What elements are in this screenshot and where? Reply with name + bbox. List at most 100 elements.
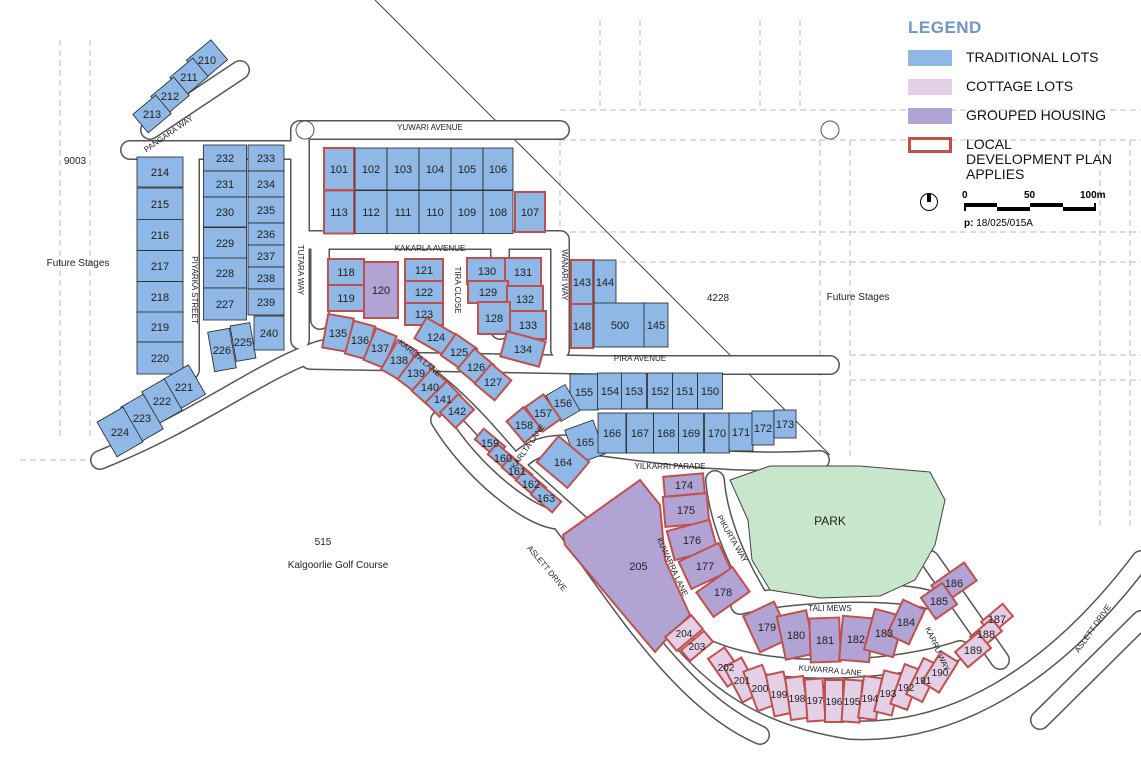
lot-number: 196 [826, 697, 843, 708]
lot-216[interactable] [136, 219, 184, 251]
lot-158[interactable] [505, 405, 543, 445]
lot-106[interactable] [482, 147, 514, 191]
lot-shape [207, 327, 237, 373]
lot-239[interactable] [247, 288, 285, 316]
lot-142[interactable] [438, 392, 476, 430]
lot-173[interactable] [773, 409, 797, 439]
lot-number: 172 [754, 423, 772, 435]
lot-224[interactable] [96, 406, 144, 458]
lot-150[interactable] [697, 372, 723, 410]
lot-154[interactable] [597, 372, 623, 410]
lot-number: 198 [789, 694, 806, 705]
lot-number: 183 [875, 628, 893, 640]
lot-number: 180 [787, 630, 805, 642]
lot-219[interactable] [136, 311, 184, 343]
lot-number: 213 [143, 109, 161, 121]
lot-153[interactable] [621, 372, 647, 410]
lot-170[interactable] [704, 412, 730, 454]
lot-119[interactable] [327, 284, 365, 312]
lot-number: 225 [234, 337, 252, 349]
lot-113[interactable] [323, 189, 355, 235]
lot-shape [96, 406, 144, 458]
lot-number: 140 [421, 382, 439, 394]
lot-number: 200 [752, 684, 769, 695]
lot-130[interactable] [466, 257, 508, 285]
lot-220[interactable] [136, 341, 184, 375]
lot-163[interactable] [529, 482, 563, 514]
lot-shape [919, 581, 959, 621]
lot-190[interactable] [920, 650, 960, 694]
lot-shape [482, 147, 514, 191]
lot-217[interactable] [136, 250, 184, 282]
lot-177[interactable] [677, 541, 733, 591]
lot-228[interactable] [203, 257, 247, 289]
lot-111[interactable] [386, 190, 420, 234]
lot-226[interactable] [207, 327, 237, 373]
lot-232[interactable] [203, 144, 247, 172]
lot-189[interactable] [953, 631, 993, 669]
lot-number: 154 [601, 386, 619, 398]
lot-number: 236 [257, 229, 275, 241]
lot-152[interactable] [647, 372, 673, 410]
lot-166[interactable] [597, 412, 627, 454]
lot-240[interactable] [253, 315, 285, 351]
lot-184[interactable] [885, 598, 927, 646]
lot-235[interactable] [247, 196, 285, 224]
lot-230[interactable] [203, 196, 247, 228]
lot-shape [663, 613, 705, 653]
scale-label-0: 0 [962, 190, 968, 201]
lot-213[interactable] [132, 94, 172, 134]
lot-number: 234 [257, 179, 275, 191]
lot-203[interactable] [679, 629, 715, 663]
lot-169[interactable] [678, 412, 704, 454]
lot-number: 211 [180, 72, 198, 84]
lot-227[interactable] [203, 287, 247, 321]
lot-107[interactable] [514, 191, 546, 233]
lot-225[interactable] [229, 322, 257, 362]
lot-164[interactable] [535, 434, 591, 490]
lot-number: 110 [426, 207, 444, 219]
lot-112[interactable] [354, 190, 388, 234]
lot-171[interactable] [728, 412, 754, 452]
lots-layer [96, 39, 1015, 724]
lot-shape [136, 341, 184, 375]
lot-number: 219 [151, 322, 169, 334]
lot-204[interactable] [663, 613, 705, 653]
lot-500[interactable] [593, 302, 647, 348]
road [1031, 611, 1141, 729]
lot-178[interactable] [694, 565, 752, 619]
lot-number: 239 [257, 297, 275, 309]
lot-118[interactable] [327, 258, 365, 286]
lot-134[interactable] [499, 330, 547, 368]
lot-120[interactable] [363, 261, 399, 319]
lot-shape [229, 322, 257, 362]
lot-shape [679, 629, 715, 663]
ldp-swatch [908, 137, 952, 153]
lot-110[interactable] [418, 190, 452, 234]
lot-108[interactable] [482, 190, 514, 234]
lot-167[interactable] [626, 412, 654, 454]
lot-197[interactable] [803, 677, 827, 723]
lot-109[interactable] [450, 190, 484, 234]
traditional-lots-swatch [908, 50, 952, 66]
lot-number: 174 [675, 480, 693, 492]
lot-104[interactable] [418, 147, 452, 191]
lot-128[interactable] [477, 301, 511, 335]
lot-148[interactable] [570, 303, 594, 349]
lot-185[interactable] [919, 581, 959, 621]
lot-103[interactable] [386, 147, 420, 191]
lot-168[interactable] [653, 412, 679, 454]
legend-item-traditional: TRADITIONAL LOTS [908, 50, 1138, 79]
lot-127[interactable] [473, 362, 513, 402]
lot-214[interactable] [136, 156, 184, 188]
lot-151[interactable] [672, 372, 698, 410]
lot-234[interactable] [247, 170, 285, 198]
legend-item-cottage: COTTAGE LOTS [908, 79, 1138, 108]
lot-131[interactable] [504, 257, 542, 287]
plan-reference: p: 18/025/015A [964, 218, 1033, 229]
lot-215[interactable] [136, 187, 184, 221]
lot-shape [653, 412, 679, 454]
lot-145[interactable] [643, 302, 669, 348]
scale-bar [964, 203, 1096, 211]
lot-shape [466, 257, 508, 285]
